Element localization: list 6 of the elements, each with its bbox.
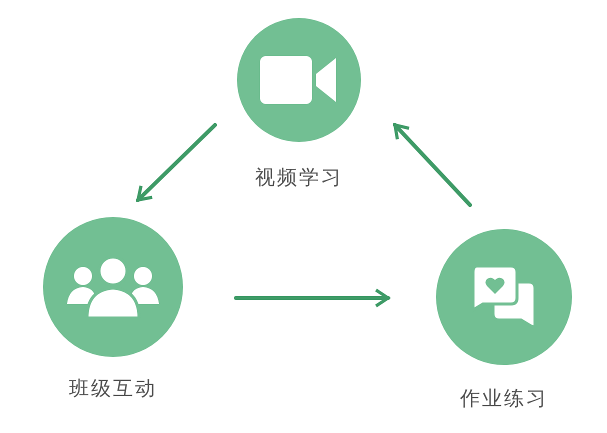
arrow [234, 288, 390, 308]
node-label: 班级互动 [69, 375, 157, 402]
arrow [393, 123, 472, 207]
node-label: 视频学习 [255, 164, 343, 191]
arrow [136, 123, 217, 202]
node-label: 作业练习 [460, 385, 548, 412]
